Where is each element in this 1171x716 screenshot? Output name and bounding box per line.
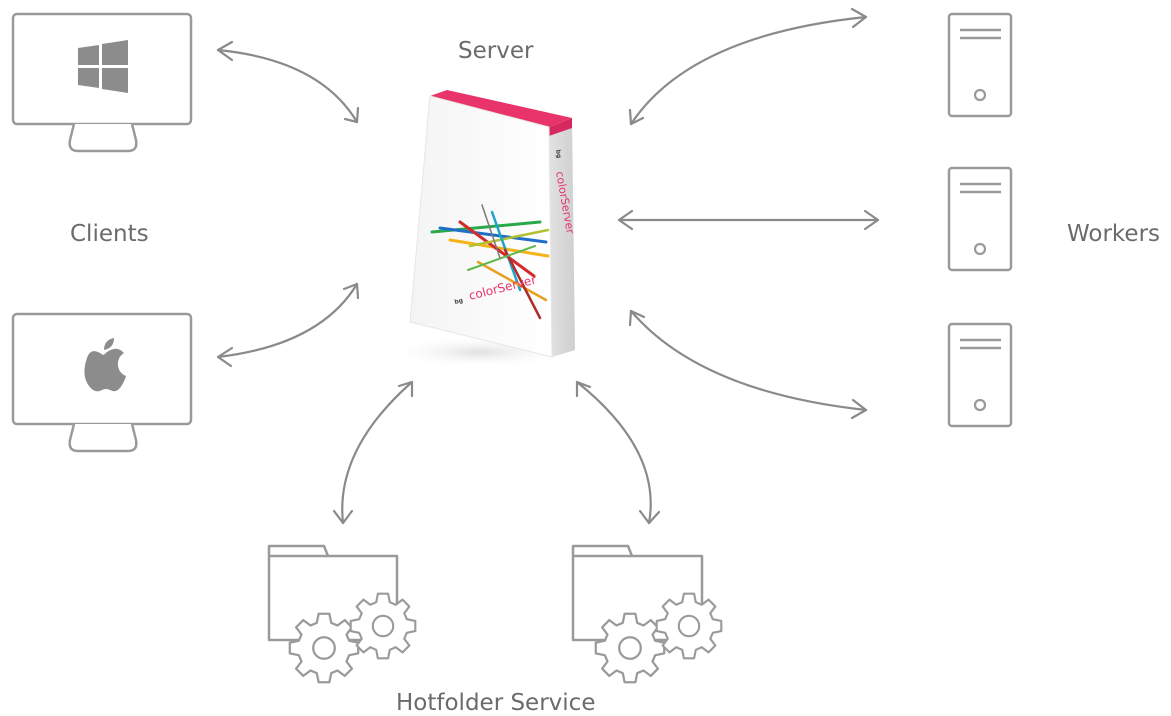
hotfolder-2 [571, 544, 723, 684]
arrowhead [575, 380, 592, 398]
gear-icon [655, 592, 723, 660]
hotfolder-service-label: Hotfolder Service [396, 690, 596, 716]
arrow-server-worker-1 [629, 15, 868, 126]
arrow-windows-server [216, 48, 359, 124]
arrowhead [628, 108, 645, 126]
arrowhead [342, 282, 360, 300]
arrowhead [850, 398, 868, 420]
pencils-decoration [430, 204, 550, 320]
arrowhead [863, 209, 880, 231]
windows-logo-icon [78, 40, 128, 93]
worker-2 [947, 166, 1013, 272]
arrow-server-hotfolder-1 [341, 380, 414, 525]
arrowhead [617, 209, 634, 231]
apple-logo-icon [84, 338, 126, 392]
clients-label: Clients [70, 221, 149, 247]
client-windows [11, 12, 193, 153]
arrowhead [850, 7, 868, 29]
product-brand-spine: bg [554, 149, 562, 159]
worker-3 [947, 322, 1013, 428]
worker-1 [947, 12, 1013, 118]
arrowhead [397, 380, 414, 398]
box-side [549, 118, 575, 357]
workers-label: Workers [1067, 221, 1161, 247]
box-top [430, 90, 572, 127]
arrow-mac-server [216, 282, 359, 359]
arrowhead [332, 509, 354, 525]
gear-icon [288, 612, 360, 684]
arrowhead [628, 309, 646, 327]
arrow-server-worker-3 [629, 309, 868, 412]
arrowhead [216, 40, 234, 62]
arrow-server-hotfolder-2 [575, 380, 652, 525]
server-product-box: colorServer bg colorServer bg [385, 90, 577, 368]
hotfolder-1 [267, 544, 417, 684]
product-brand-front: bg [454, 297, 464, 306]
arrowhead [216, 346, 234, 368]
server-tower-icon [947, 322, 1013, 428]
server-tower-icon [947, 166, 1013, 272]
gear-icon [349, 592, 417, 660]
gear-icon [594, 612, 666, 684]
server-label: Server [458, 38, 534, 64]
server-tower-icon [947, 12, 1013, 118]
client-mac [11, 312, 193, 453]
connectors [216, 7, 880, 525]
arrowhead [638, 509, 661, 525]
arrowhead [343, 106, 360, 124]
monitor-stand [68, 123, 138, 153]
monitor-stand [68, 423, 138, 453]
